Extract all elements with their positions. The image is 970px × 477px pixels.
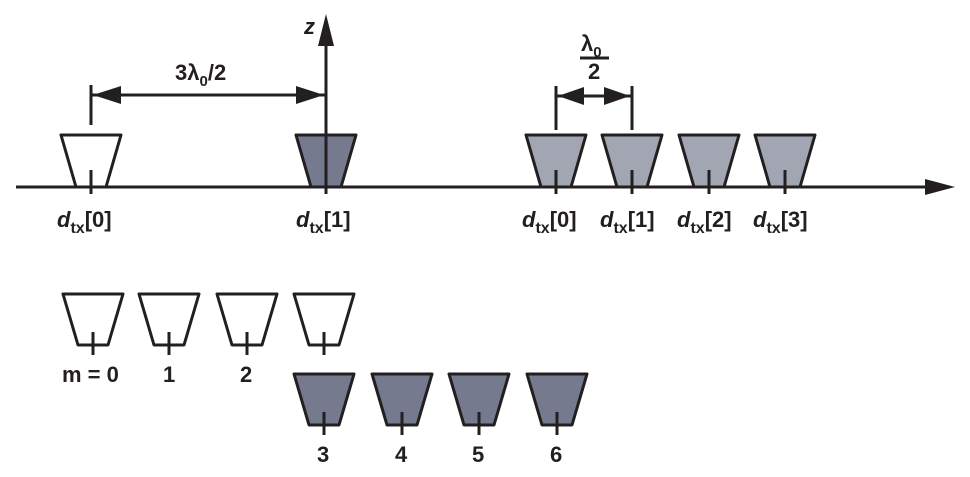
top-left-label-1: dtx[1] [296, 207, 351, 237]
dimension-left-label: 3λ0/2 [175, 60, 226, 90]
horizontal-axis-arrowhead [925, 179, 955, 195]
top-right-label-1: dtx[1] [600, 207, 655, 237]
bottom-label-2: 2 [240, 362, 252, 387]
top-element-light-1 [600, 133, 664, 194]
top-element-light-2 [677, 133, 741, 194]
dimension-right-arrow-left [558, 87, 584, 105]
top-right-label-2: dtx[2] [677, 207, 732, 237]
top-element-white-0 [59, 133, 123, 194]
dimension-right-arrow-right [604, 87, 630, 105]
bottom-label-6: 6 [550, 442, 562, 467]
bottom-element-dark-5 [447, 372, 511, 435]
dimension-right-denominator: 2 [588, 59, 600, 84]
top-left-label-0: dtx[0] [57, 207, 112, 237]
bottom-element-dark-6 [525, 372, 589, 435]
top-right-label-3: dtx[3] [753, 207, 808, 237]
bottom-element-white-0 [61, 292, 125, 355]
bottom-element-white-3 [292, 292, 356, 355]
bottom-element-white-1 [137, 292, 201, 355]
top-right-label-0: dtx[0] [522, 207, 577, 237]
bottom-element-dark-4 [370, 372, 434, 435]
top-element-light-3 [753, 133, 817, 194]
z-axis-arrowhead [318, 14, 334, 46]
bottom-label-m0: m = 0 [62, 362, 119, 387]
bottom-label-4: 4 [395, 442, 408, 467]
bottom-element-dark-3 [292, 372, 356, 435]
dimension-left-arrow-left [93, 86, 121, 104]
bottom-label-1: 1 [163, 362, 175, 387]
bottom-element-white-2 [215, 292, 279, 355]
z-axis-label: z [303, 14, 315, 39]
bottom-label-5: 5 [472, 442, 484, 467]
dimension-left-arrow-right [296, 86, 324, 104]
top-element-light-0 [524, 133, 588, 194]
bottom-label-3: 3 [317, 442, 329, 467]
dimension-right-numerator: λ0 [581, 31, 602, 61]
